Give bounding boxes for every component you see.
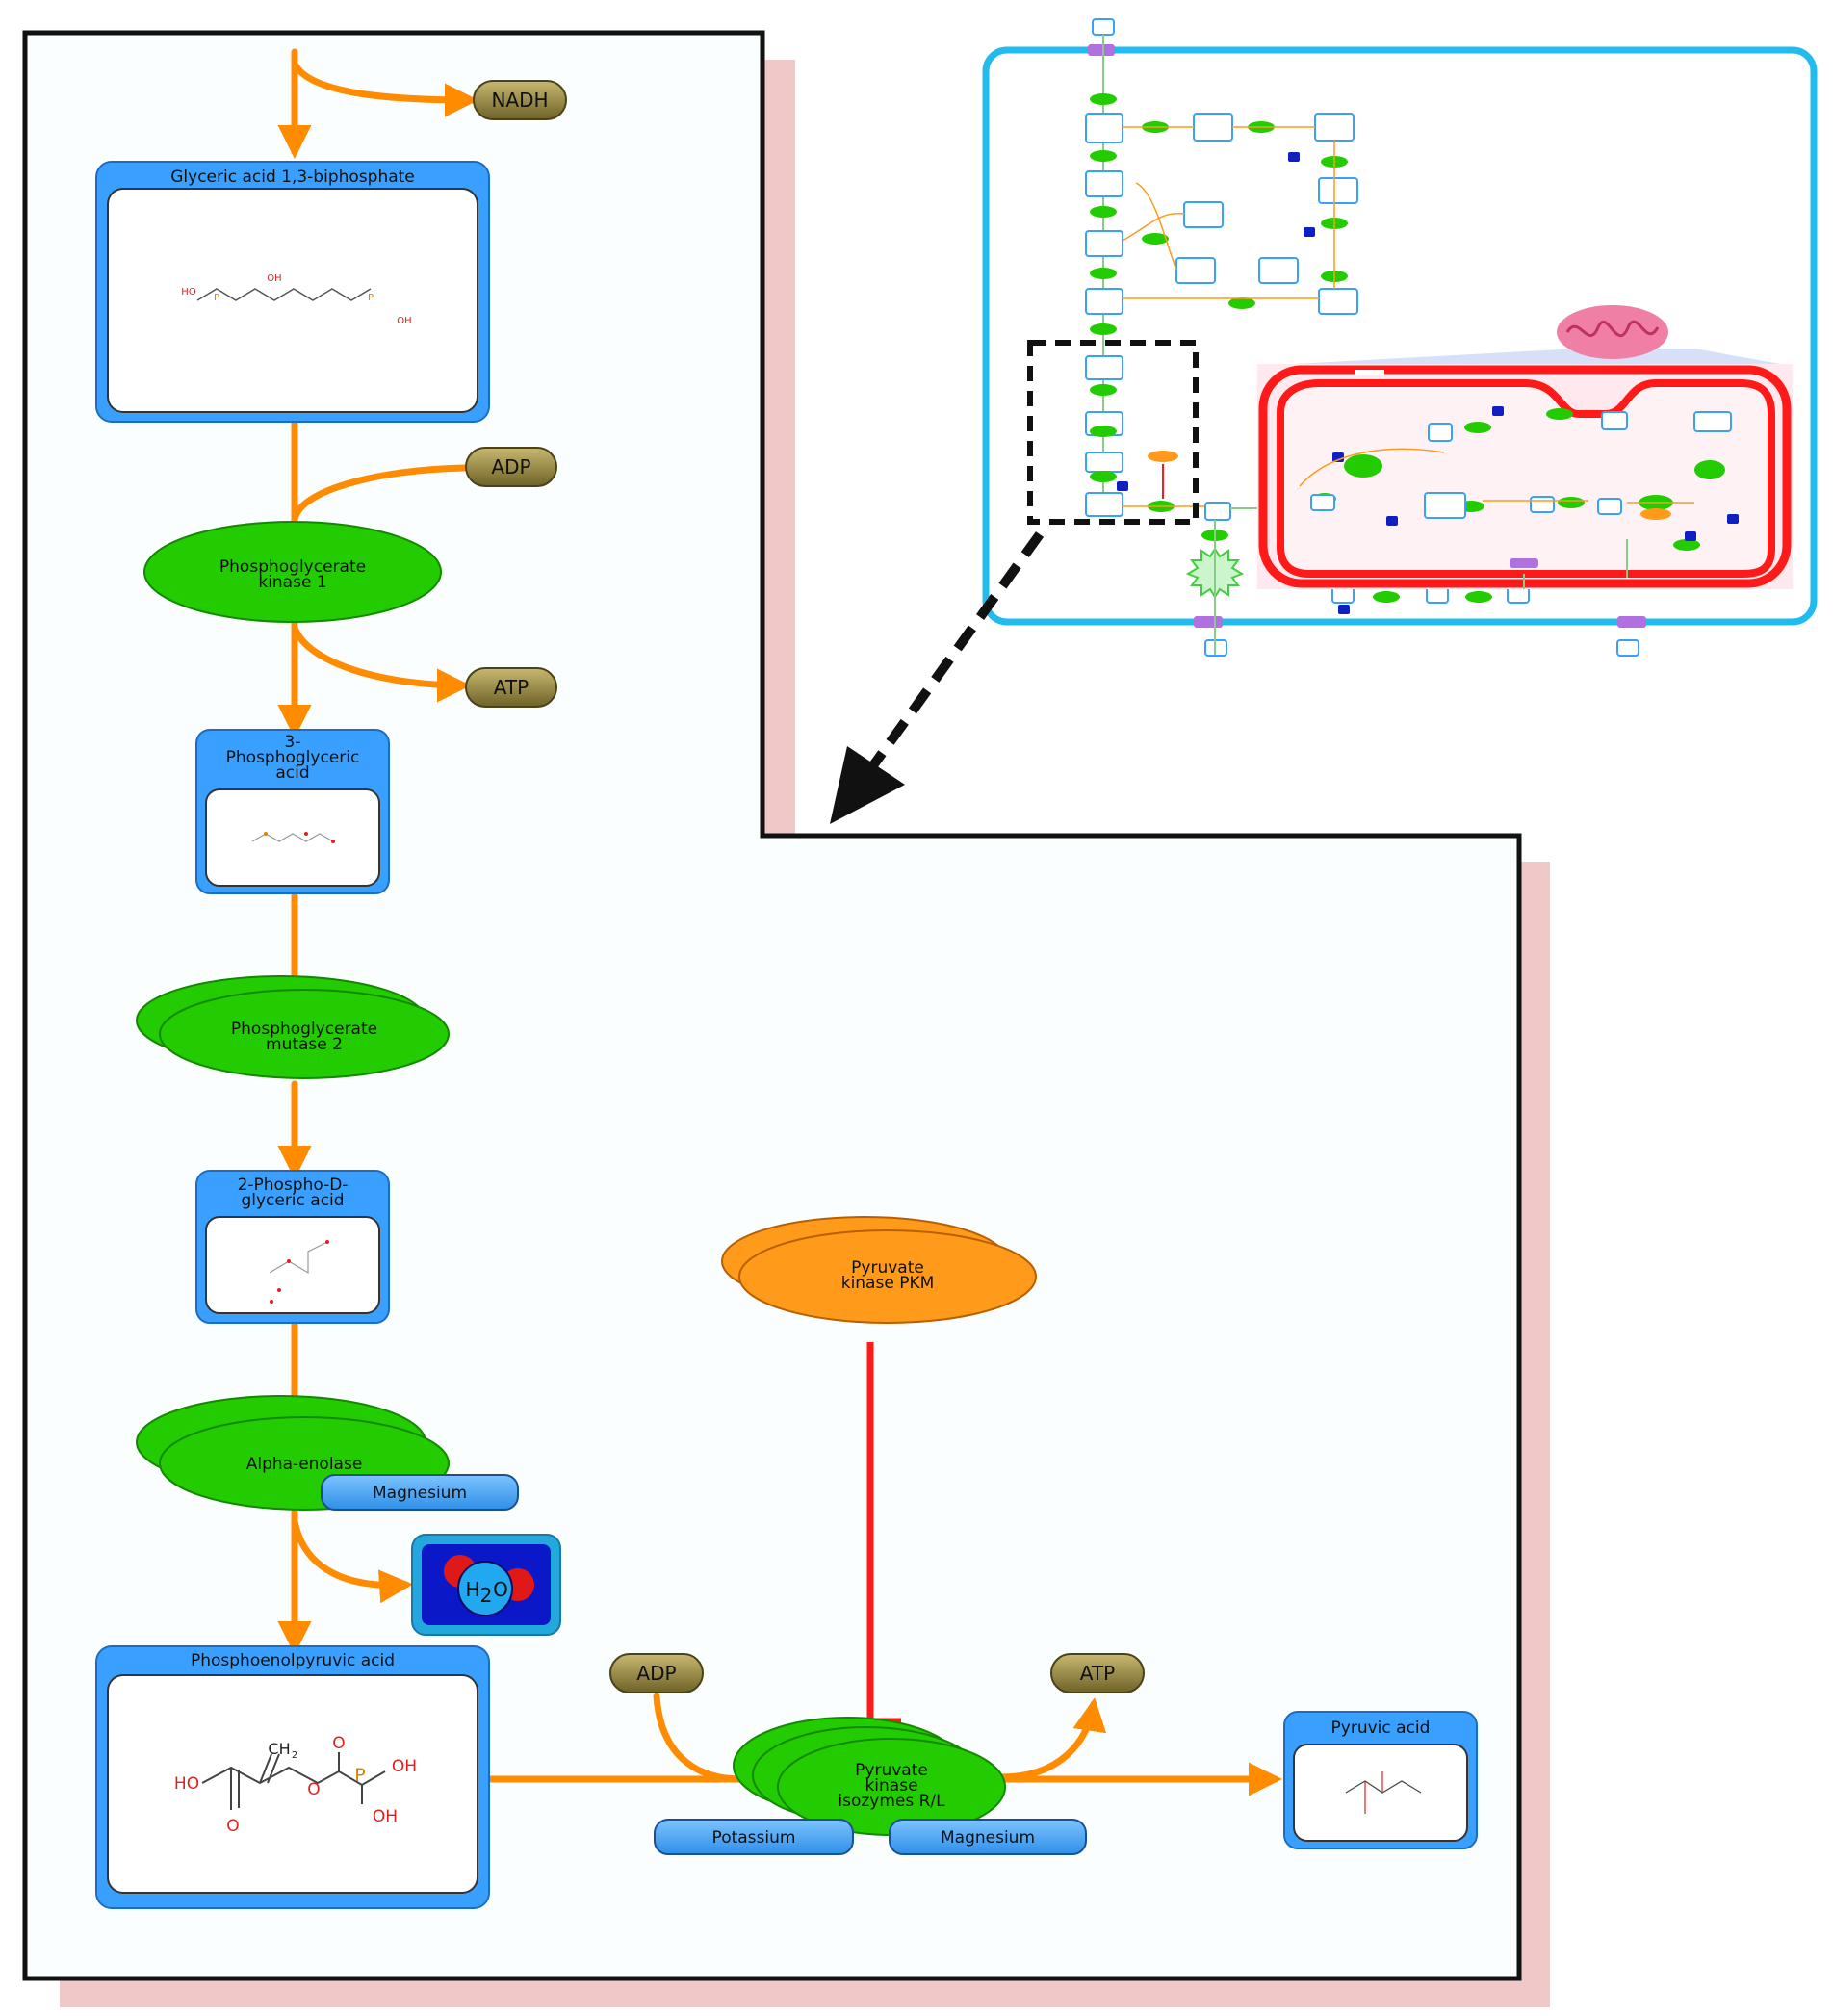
svg-text:H: H: [465, 1578, 479, 1601]
svg-text:NADH: NADH: [491, 89, 548, 112]
svg-text:ADP: ADP: [491, 455, 530, 478]
svg-text:OH: OH: [267, 273, 281, 284]
svg-text:mutase 2: mutase 2: [266, 1035, 343, 1054]
cofactor-adp-2: ADP: [609, 1653, 704, 1693]
svg-text:O: O: [226, 1817, 239, 1836]
svg-text:OH: OH: [392, 1757, 417, 1776]
svg-text:P: P: [214, 293, 219, 303]
svg-text:Magnesium: Magnesium: [373, 1484, 467, 1503]
mitochondrion: [1257, 305, 1793, 589]
svg-text:Alpha-enolase: Alpha-enolase: [246, 1455, 363, 1474]
svg-text:Phosphoglycerate: Phosphoglycerate: [219, 557, 366, 577]
protein-pyruvate-kinase-pkm: Pyruvate kinase PKM: [721, 1216, 1037, 1324]
zoom-arrow-line: [862, 531, 1045, 778]
ion-potassium: Potassium: [654, 1819, 854, 1855]
svg-text:Phosphoglycerate: Phosphoglycerate: [231, 1020, 377, 1039]
metabolite-label: Glyceric acid 1,3-biphosphate: [170, 168, 415, 187]
svg-text:P: P: [354, 1765, 365, 1786]
svg-text:HO: HO: [181, 287, 196, 297]
cofactor-nadh: NADH: [473, 80, 567, 120]
svg-text:O: O: [307, 1780, 320, 1799]
metabolite-phosphoenolpyruvic-acid: Phosphoenolpyruvic acid CH 2 HO O O P O …: [95, 1645, 490, 1909]
svg-text:HO: HO: [174, 1774, 199, 1794]
svg-text:OH: OH: [373, 1807, 398, 1826]
ion-magnesium-2: Magnesium: [889, 1819, 1087, 1855]
svg-text:ADP: ADP: [636, 1662, 676, 1685]
svg-text:kinase PKM: kinase PKM: [841, 1274, 935, 1293]
structure-pep: CH 2 HO O O P O OH OH: [174, 1734, 417, 1836]
mito-inner-membrane: [1277, 379, 1775, 578]
protein-pyruvate-kinase-rl: Pyruvate kinase isozymes R/L: [733, 1717, 1006, 1836]
svg-text:Potassium: Potassium: [712, 1828, 796, 1848]
zoom-arrow-head: [830, 746, 905, 824]
cofactor-atp-2: ATP: [1050, 1653, 1145, 1693]
svg-text:ATP: ATP: [1080, 1662, 1115, 1685]
svg-text:3-: 3-: [285, 733, 301, 752]
svg-text:CH: CH: [268, 1740, 290, 1758]
metabolite-2-phospho-d-glyceric-acid: 2-Phospho-D- glyceric acid: [195, 1170, 390, 1324]
svg-text:Pyruvic acid: Pyruvic acid: [1331, 1719, 1431, 1738]
ion-magnesium-1: Magnesium: [321, 1474, 519, 1511]
svg-text:Phosphoenolpyruvic acid: Phosphoenolpyruvic acid: [191, 1651, 395, 1670]
svg-text:isozymes R/L: isozymes R/L: [838, 1792, 945, 1811]
svg-text:OH: OH: [397, 316, 411, 326]
structure-bpg: OH HO P P OH: [181, 273, 411, 326]
metabolite-3-phosphoglyceric-acid: 3- Phosphoglyceric acid: [195, 729, 390, 894]
svg-text:kinase: kinase: [865, 1776, 917, 1796]
svg-text:2: 2: [480, 1584, 493, 1607]
svg-text:Pyruvate: Pyruvate: [851, 1258, 924, 1278]
metabolite-pyruvic-acid: Pyruvic acid: [1283, 1711, 1478, 1849]
svg-text:glyceric acid: glyceric acid: [241, 1191, 344, 1210]
svg-text:P: P: [368, 293, 374, 303]
svg-text:kinase 1: kinase 1: [258, 573, 326, 592]
cofactor-adp-1: ADP: [465, 447, 557, 487]
water-h2o: H 2 O: [411, 1534, 561, 1636]
svg-text:Pyruvate: Pyruvate: [855, 1761, 928, 1780]
protein-pgam2: Phosphoglycerate mutase 2: [136, 975, 450, 1079]
selection-box: [1027, 340, 1199, 525]
cofactor-atp-1: ATP: [465, 667, 557, 708]
mito-icon: [1557, 305, 1668, 359]
svg-text:acid: acid: [275, 763, 309, 783]
protein-pgk1: Phosphoglycerate kinase 1: [143, 521, 442, 623]
svg-text:2-Phospho-D-: 2-Phospho-D-: [238, 1176, 349, 1195]
svg-text:O: O: [493, 1578, 508, 1601]
svg-text:2: 2: [292, 1750, 297, 1761]
metabolite-glyceric-13-biphosphate: Glyceric acid 1,3-biphosphate OH HO P P …: [95, 161, 490, 423]
svg-text:ATP: ATP: [494, 676, 529, 699]
svg-text:O: O: [332, 1734, 345, 1753]
svg-text:Phosphoglyceric: Phosphoglyceric: [226, 748, 360, 767]
svg-text:Magnesium: Magnesium: [941, 1828, 1035, 1848]
